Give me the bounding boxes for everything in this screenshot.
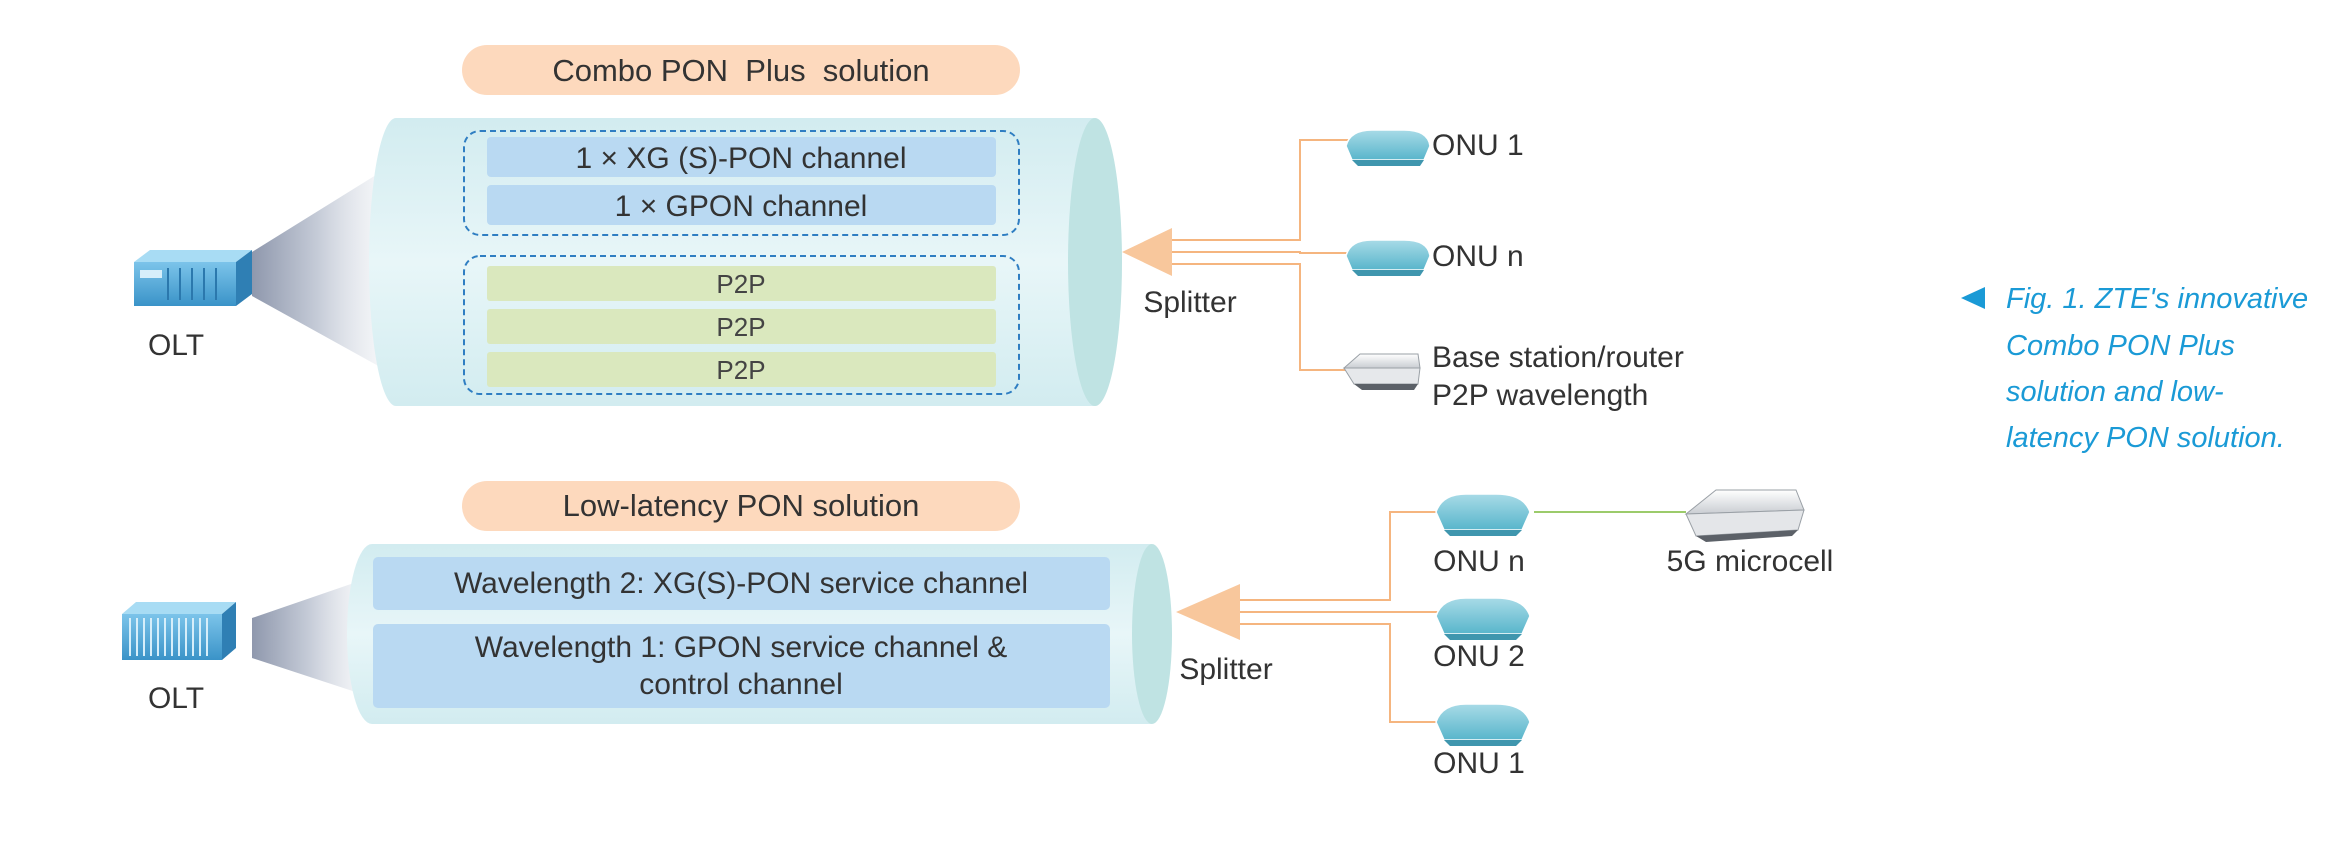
olt-label: OLT: [148, 329, 204, 362]
caption-line: latency PON solution.: [2006, 422, 2285, 454]
triangle-left-icon: [1961, 287, 1985, 309]
channel-xgspon-label: 1 × XG (S)-PON channel: [576, 142, 907, 175]
combo-title-pill: [462, 45, 1020, 95]
onu-label: ONU 1: [1432, 129, 1524, 162]
caption-line: solution and low-: [2006, 376, 2224, 408]
channel-p2p-label: P2P: [716, 355, 765, 385]
channel-wavelength-1-label: Wavelength 1: GPON service channel &: [475, 631, 1007, 664]
olt-chassis-icon: [122, 602, 236, 660]
onu-icon: [1345, 239, 1431, 276]
microcell-label: 5G microcell: [1667, 545, 1834, 578]
microcell-icon: [1684, 489, 1805, 542]
combo-fibers: [1172, 139, 1350, 371]
figure-caption: Fig. 1. ZTE's innovative Combo PON Plus …: [1961, 283, 2308, 454]
combo-title: Combo PON Plus solution: [552, 53, 929, 88]
channel-wavelength-1: [373, 624, 1110, 708]
onu-label: ONU n: [1432, 240, 1524, 273]
onu-icon: [1435, 703, 1531, 746]
channel-wavelength-1-label: control channel: [639, 668, 842, 701]
olt-label: OLT: [148, 682, 204, 715]
lowlatency-fibers: [1240, 511, 1440, 723]
onu-label: ONU 2: [1433, 640, 1525, 673]
router-icon: [1342, 353, 1421, 390]
channel-wavelength-2: [373, 557, 1110, 610]
splitter-icon: [1122, 228, 1172, 276]
channel-wavelength-2-label: Wavelength 2: XG(S)-PON service channel: [454, 567, 1028, 600]
channel-p2p: [487, 309, 996, 344]
onu-icon: [1345, 129, 1431, 166]
splitter-label: Splitter: [1179, 653, 1272, 686]
channel-gpon: [487, 185, 996, 225]
onu-icon: [1435, 597, 1531, 640]
olt-chassis-icon: [134, 250, 252, 306]
lowlatency-tube-end: [1132, 544, 1172, 724]
combo-pon-group: [463, 130, 1020, 236]
lowlatency-title-pill: [462, 481, 1020, 531]
channel-p2p: [487, 352, 996, 387]
lowlatency-title: Low-latency PON solution: [563, 488, 920, 523]
combo-tube-end: [1068, 118, 1122, 406]
channel-p2p: [487, 266, 996, 301]
combo-p2p-group: [463, 255, 1020, 395]
onu-icon: [1435, 493, 1531, 536]
channel-p2p-label: P2P: [716, 312, 765, 342]
channel-gpon-label: 1 × GPON channel: [615, 190, 868, 223]
caption-line: Combo PON Plus: [2006, 330, 2235, 362]
channel-xgspon: [487, 137, 996, 177]
splitter-label: Splitter: [1143, 286, 1236, 319]
channel-p2p-label: P2P: [716, 269, 765, 299]
caption-line: Fig. 1. ZTE's innovative: [2006, 283, 2308, 315]
lowlatency-beam: [252, 574, 380, 700]
onu-label: ONU n: [1433, 545, 1525, 578]
splitter-icon: [1176, 584, 1240, 640]
combo-beam: [252, 160, 400, 378]
onu-label: ONU 1: [1433, 747, 1525, 780]
base-station-label: Base station/router: [1432, 341, 1684, 374]
combo-pon-section: Combo PON Plus solution 1 × XG (S)-PON c…: [134, 45, 1684, 412]
lowlatency-pon-section: Low-latency PON solution Wavelength 2: X…: [122, 481, 1833, 780]
p2p-wavelength-label: P2P wavelength: [1432, 379, 1648, 412]
